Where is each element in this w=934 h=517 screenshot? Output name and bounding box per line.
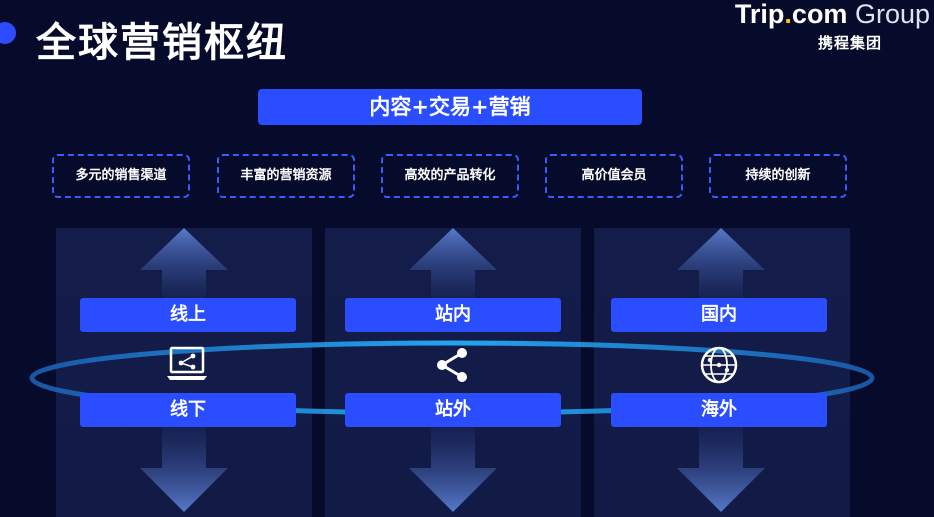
logo-subtitle: 携程集团	[817, 34, 882, 52]
share-icon	[437, 348, 467, 382]
feature-box-2: 丰富的营销资源	[217, 154, 355, 198]
feature-box-4: 高价值会员	[545, 154, 683, 198]
label-offline: 线下	[80, 393, 296, 427]
label-offsite: 站外	[345, 393, 561, 427]
tripcom-group-logo: Trip.com Group 携程集团	[730, 0, 930, 56]
feature-box-1: 多元的销售渠道	[52, 154, 190, 198]
page-title: 全球营销枢纽	[36, 20, 288, 66]
laptop-share-icon	[167, 346, 207, 380]
label-online: 线上	[80, 298, 296, 332]
feature-box-5: 持续的创新	[709, 154, 847, 198]
feature-box-3: 高效的产品转化	[381, 154, 519, 198]
label-domestic: 国内	[611, 298, 827, 332]
label-onsite: 站内	[345, 298, 561, 332]
globe-icon	[700, 346, 738, 384]
label-overseas: 海外	[611, 393, 827, 427]
core-banner: 内容+交易+营销	[258, 89, 642, 125]
title-bullet	[0, 22, 16, 44]
